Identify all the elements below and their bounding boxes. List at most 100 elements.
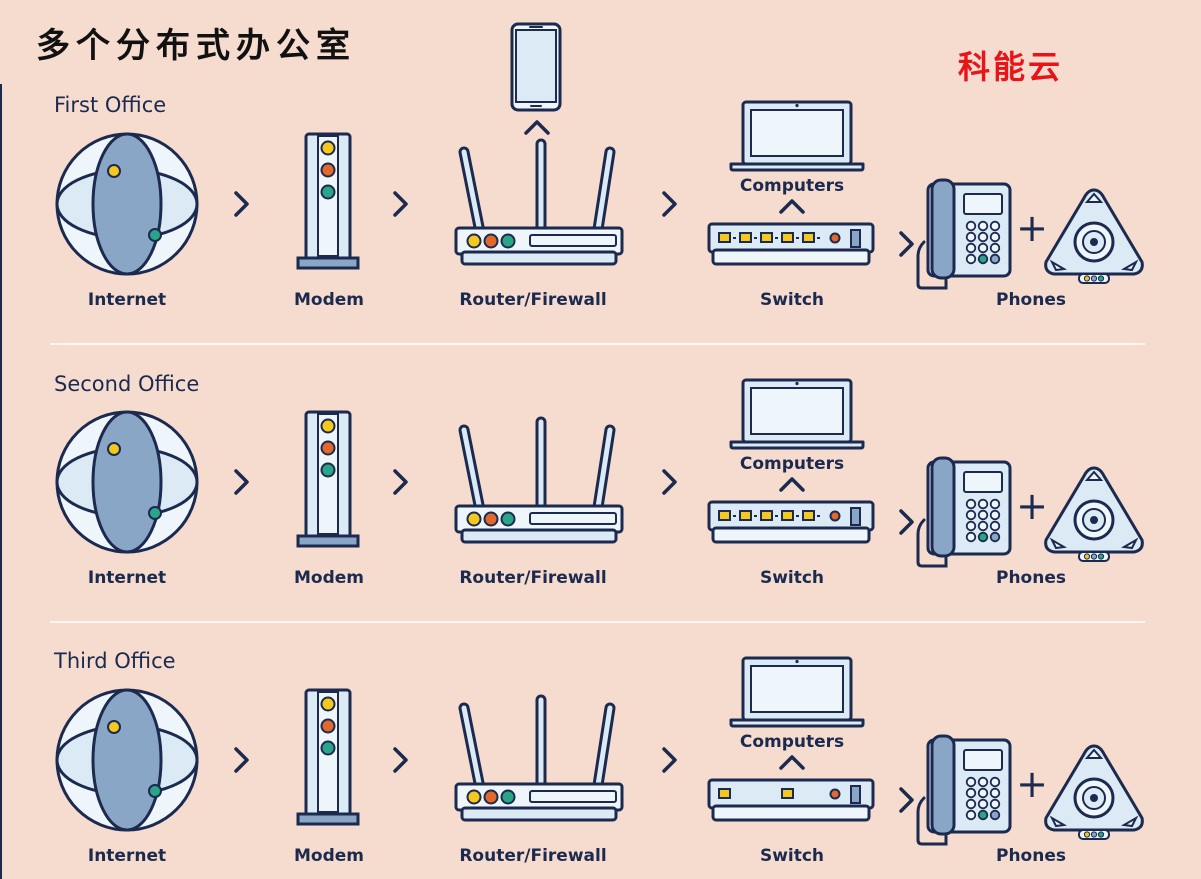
- ethernet-port: [739, 232, 752, 243]
- router-icon: [454, 138, 624, 266]
- phone-screen: [963, 471, 1003, 493]
- keypad-key: [965, 787, 977, 799]
- status-light: [483, 511, 499, 527]
- keypad-key: [965, 220, 977, 232]
- ethernet-port: [760, 510, 773, 521]
- chevron-right-icon: [662, 191, 677, 217]
- chevron-right-icon: [234, 191, 249, 217]
- router-label: Router/Firewall: [459, 290, 606, 310]
- chevron-right-icon: [899, 787, 914, 813]
- keypad-key: [989, 520, 1001, 532]
- page-title: 多个分布式办公室: [36, 26, 356, 66]
- keypad-key: [977, 520, 989, 532]
- keypad-key: [977, 220, 989, 232]
- ethernet-port: [781, 232, 794, 243]
- modem-label: Modem: [294, 290, 364, 310]
- desk-phone-icon: [916, 456, 1012, 568]
- phone-cord: [916, 240, 948, 290]
- keypad-key: [989, 798, 1001, 810]
- chevron-up-icon: [779, 199, 805, 214]
- handset: [930, 178, 956, 280]
- keypad-key: [977, 776, 989, 788]
- status-light: [1090, 553, 1098, 560]
- status-light: [320, 718, 336, 734]
- ethernet-port: [718, 510, 731, 521]
- globe-icon: [55, 410, 199, 554]
- internet-label: Internet: [88, 568, 166, 588]
- ethernet-port: [802, 232, 815, 243]
- smartphone-icon: [510, 22, 562, 112]
- chevron-right-icon: [662, 469, 677, 495]
- switch-icon: [707, 222, 875, 266]
- keypad-key: [989, 776, 1001, 788]
- switch-label: Switch: [760, 846, 824, 866]
- chevron-right-icon: [393, 469, 408, 495]
- keypad-key: [989, 531, 1001, 543]
- phones-label: Phones: [996, 290, 1066, 310]
- office-title: Second Office: [54, 372, 199, 396]
- globe-icon: [55, 688, 199, 832]
- keypad-key: [977, 787, 989, 799]
- status-light: [320, 184, 336, 200]
- modem-icon: [296, 410, 360, 548]
- ethernet-port: [718, 788, 731, 799]
- router-label: Router/Firewall: [459, 568, 606, 588]
- chevron-up-icon: [779, 477, 805, 492]
- keypad-key: [977, 242, 989, 254]
- chevron-right-icon: [234, 747, 249, 773]
- modem-label: Modem: [294, 568, 364, 588]
- office-title: First Office: [54, 93, 166, 117]
- conference-phone-icon: [1044, 188, 1144, 284]
- phones-label: Phones: [996, 846, 1066, 866]
- ethernet-port: [781, 510, 794, 521]
- status-light: [1083, 831, 1091, 838]
- internet-label: Internet: [88, 290, 166, 310]
- chevron-right-icon: [899, 509, 914, 535]
- phone-screen: [963, 749, 1003, 771]
- keypad-key: [989, 253, 1001, 265]
- keypad-key: [989, 231, 1001, 243]
- modem-icon: [296, 688, 360, 826]
- plus-sign: +: [1016, 762, 1048, 806]
- keypad-key: [989, 242, 1001, 254]
- ethernet-port: [718, 232, 731, 243]
- keypad-key: [989, 809, 1001, 821]
- keypad-key: [989, 498, 1001, 510]
- conference-phone-icon: [1044, 466, 1144, 562]
- modem-label: Modem: [294, 846, 364, 866]
- status-light: [500, 511, 516, 527]
- status-light: [829, 510, 841, 522]
- chevron-right-icon: [899, 231, 914, 257]
- chevron-right-icon: [234, 469, 249, 495]
- status-light: [466, 511, 482, 527]
- conference-phone-icon: [1044, 744, 1144, 840]
- switch-icon: [707, 500, 875, 544]
- status-light: [466, 233, 482, 249]
- keypad-key: [989, 787, 1001, 799]
- status-light: [320, 140, 336, 156]
- status-light: [320, 740, 336, 756]
- status-light: [320, 418, 336, 434]
- handset: [930, 456, 956, 558]
- plus-sign: +: [1016, 484, 1048, 528]
- keypad-key: [977, 231, 989, 243]
- switch-label: Switch: [760, 568, 824, 588]
- status-light: [829, 788, 841, 800]
- status-light: [500, 233, 516, 249]
- phone-screen: [963, 193, 1003, 215]
- router-icon: [454, 694, 624, 822]
- computers-label: Computers: [740, 732, 844, 752]
- keypad-key: [989, 220, 1001, 232]
- ethernet-port: [739, 510, 752, 521]
- chevron-right-icon: [393, 747, 408, 773]
- laptop-icon: [729, 378, 865, 450]
- keypad-key: [965, 776, 977, 788]
- keypad-key: [965, 253, 977, 265]
- status-light: [1090, 831, 1098, 838]
- desk-phone-icon: [916, 178, 1012, 290]
- keypad-key: [965, 231, 977, 243]
- keypad-key: [977, 798, 989, 810]
- keypad-key: [977, 509, 989, 521]
